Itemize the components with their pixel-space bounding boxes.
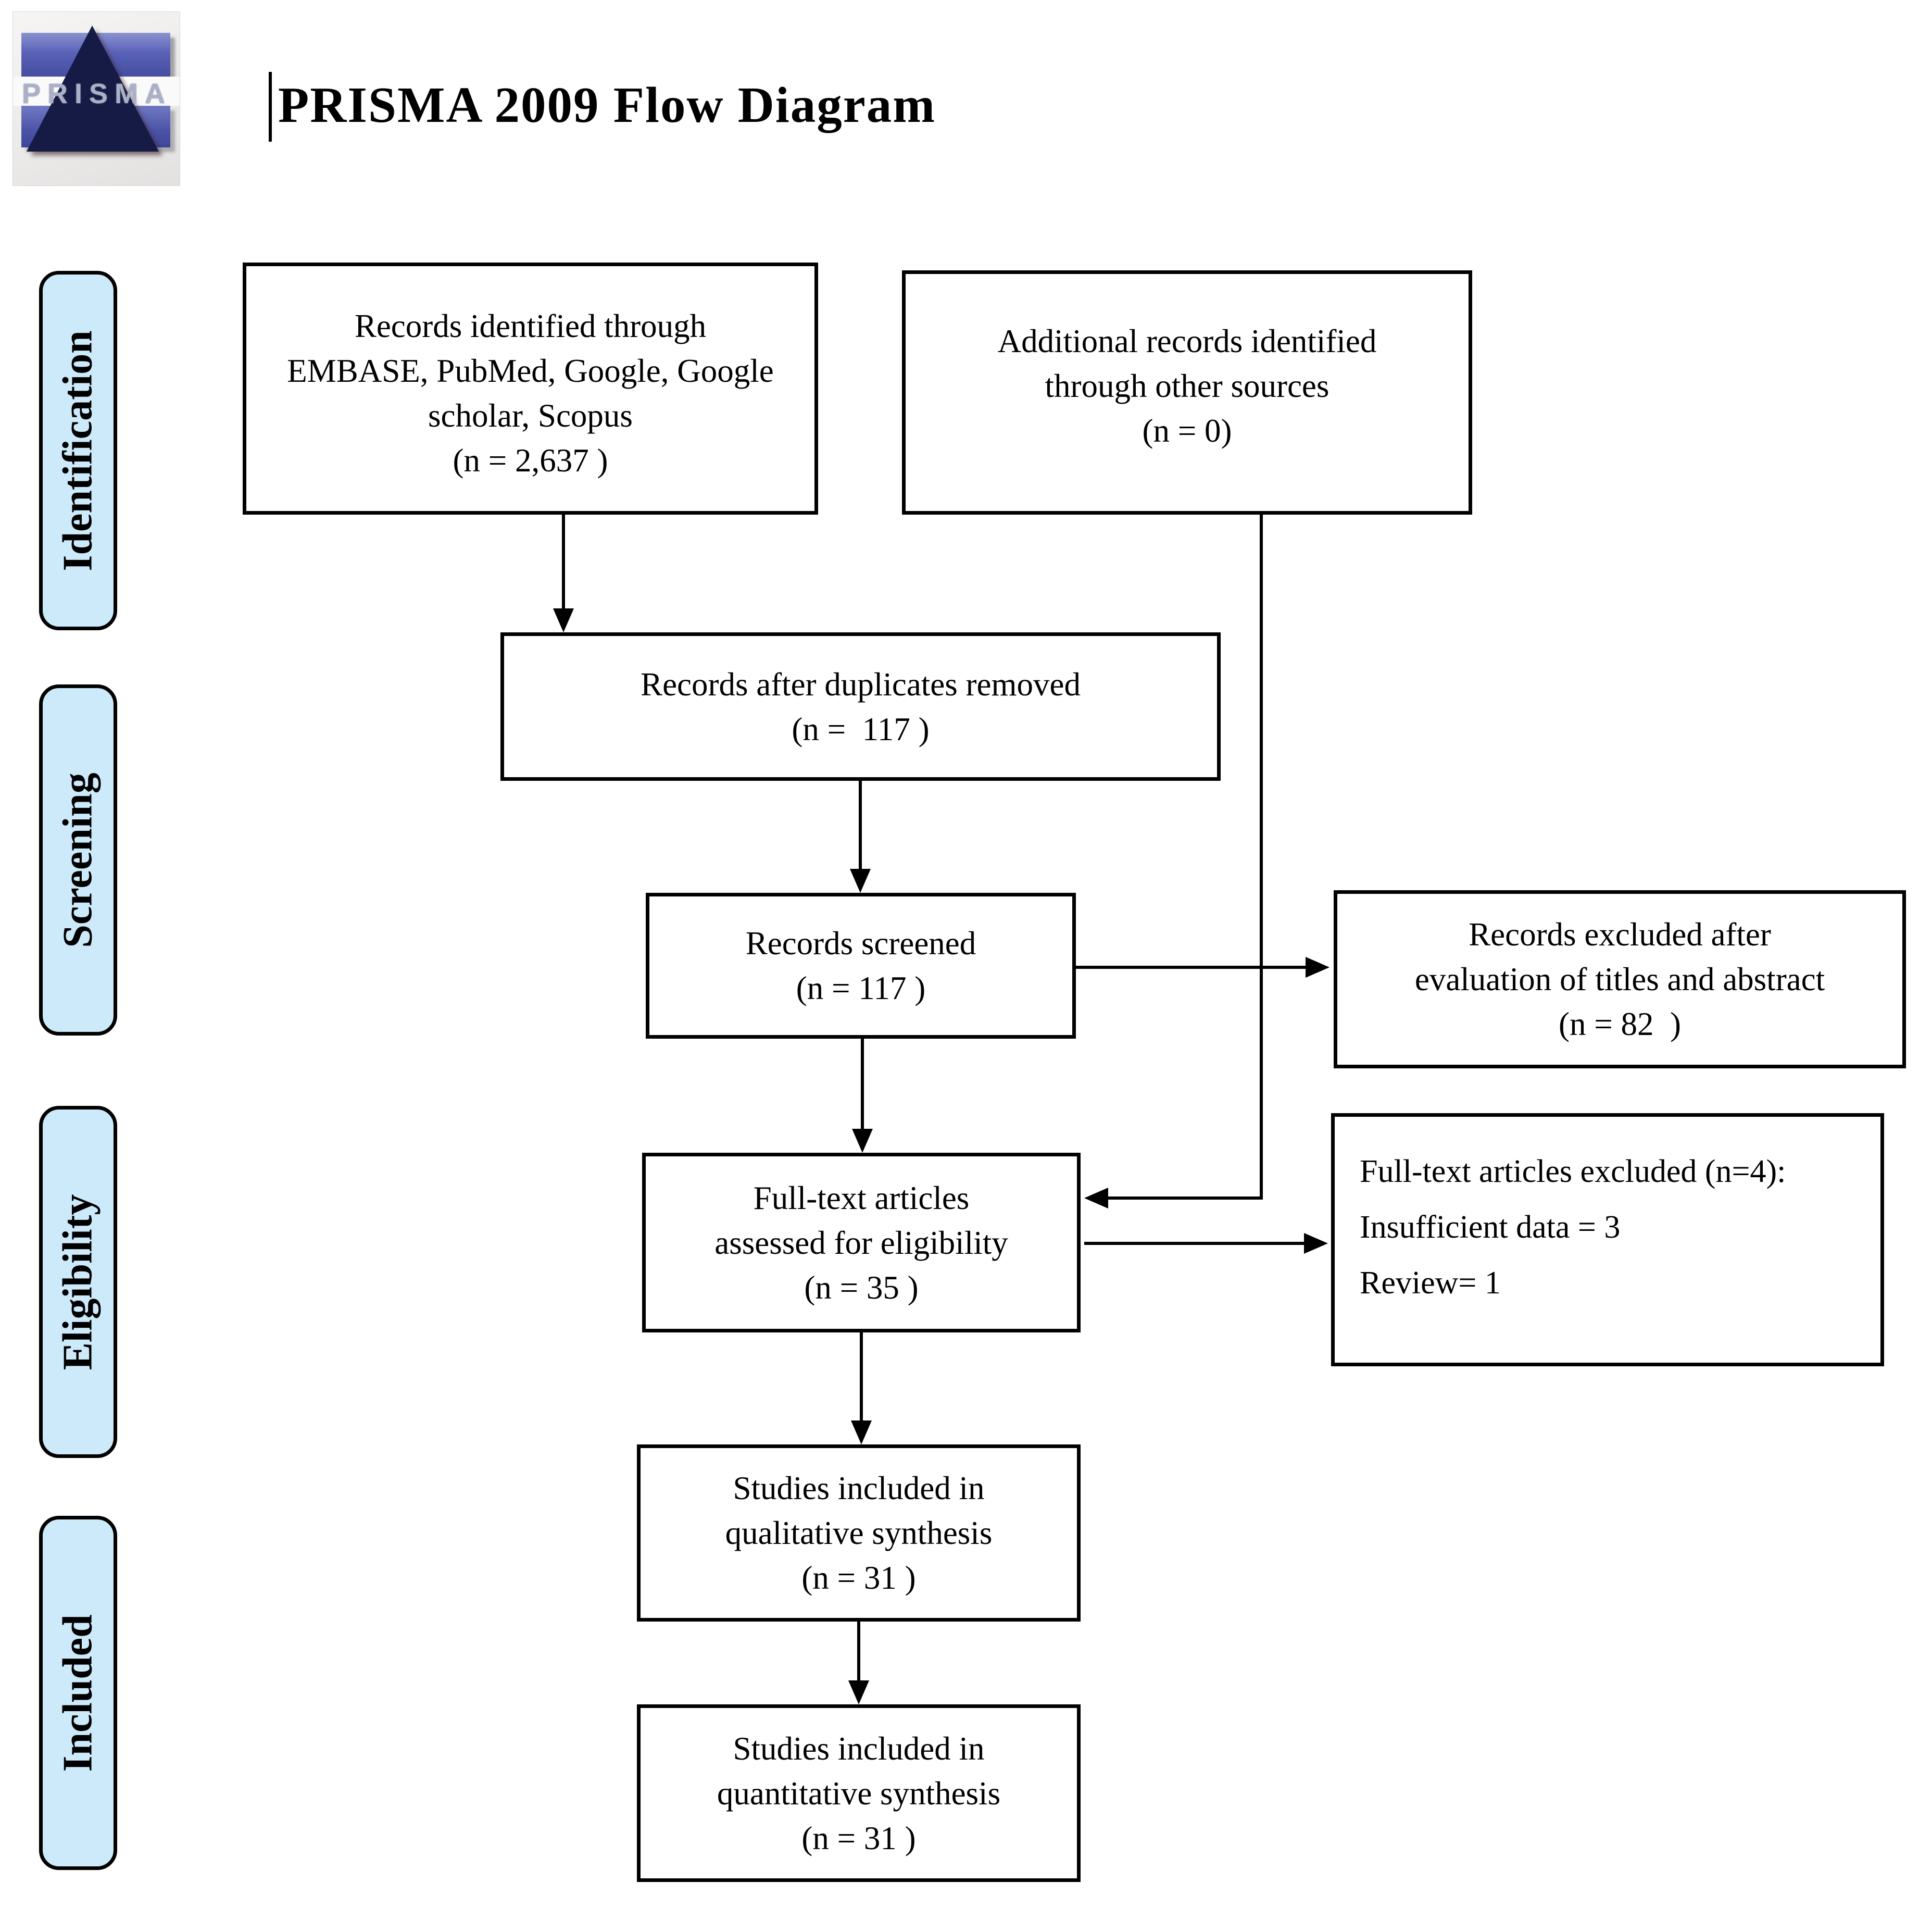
flow-box-text: Studies included in qualitative synthesi… (725, 1470, 993, 1596)
arrowhead-down-icon (848, 1680, 869, 1704)
flow-box-records-excluded: Records excluded after evaluation of tit… (1334, 890, 1906, 1068)
flow-box-fulltext-excluded: Full-text articles excluded (n=4): Insuf… (1331, 1113, 1884, 1366)
arrow-fulltext-to-excluded (1084, 1242, 1305, 1245)
flow-box-text: Full-text articles assessed for eligibil… (714, 1179, 1008, 1306)
connector-additional-records-vertical (1260, 515, 1263, 1200)
connector-additional-records-horizontal (1107, 1196, 1263, 1200)
arrow-qualitative-to-quantitative (857, 1622, 860, 1682)
logo-pyramid-icon (27, 26, 159, 152)
stage-label-included: Included (39, 1516, 117, 1870)
stage-label-text: Identification (55, 330, 101, 571)
arrow-identified-to-duplicates (562, 515, 565, 610)
stage-label-text: Eligibility (55, 1194, 101, 1370)
arrowhead-down-icon (850, 869, 871, 893)
flow-box-text: Full-text articles excluded (n=4): Insuf… (1360, 1154, 1786, 1301)
flow-box-records-identified: Records identified through EMBASE, PubMe… (243, 263, 818, 515)
flow-box-text: Studies included in quantitative synthes… (717, 1730, 1001, 1856)
flow-box-text: Records excluded after evaluation of tit… (1414, 916, 1825, 1042)
arrow-duplicates-to-screened (859, 781, 862, 870)
flow-box-text: Additional records identified through ot… (997, 323, 1377, 449)
page-title: PRISMA 2009 Flow Diagram (278, 77, 936, 133)
text-cursor (269, 72, 272, 142)
flow-box-duplicates-removed: Records after duplicates removed (n = 11… (500, 632, 1221, 781)
arrow-screened-to-excluded (1076, 966, 1306, 969)
arrowhead-down-icon (852, 1129, 873, 1153)
stage-label-text: Screening (55, 772, 101, 948)
flow-box-text: Records screened (n = 117 ) (745, 925, 976, 1006)
flow-box-text: Records after duplicates removed (n = 11… (641, 666, 1081, 747)
arrowhead-down-icon (553, 608, 574, 632)
stage-label-text: Included (55, 1614, 101, 1772)
flow-box-quantitative-synthesis: Studies included in quantitative synthes… (637, 1704, 1081, 1882)
flow-box-additional-records: Additional records identified through ot… (902, 270, 1472, 515)
logo-wordmark: PRISMA (21, 78, 172, 109)
arrowhead-left-icon (1084, 1188, 1108, 1208)
stage-label-eligibility: Eligibility (39, 1106, 117, 1458)
flow-box-text: Records identified through EMBASE, PubMe… (287, 308, 774, 479)
stage-label-screening: Screening (39, 684, 117, 1036)
prisma-logo: PRISMA (12, 11, 180, 186)
arrowhead-right-icon (1304, 1233, 1328, 1254)
arrowhead-down-icon (851, 1420, 872, 1444)
flow-box-records-screened: Records screened (n = 117 ) (646, 893, 1076, 1039)
arrow-fulltext-to-qualitative (860, 1332, 863, 1422)
arrow-screened-to-fulltext (861, 1039, 864, 1130)
arrowhead-right-icon (1306, 957, 1329, 978)
flow-box-fulltext-assessed: Full-text articles assessed for eligibil… (642, 1153, 1081, 1332)
flow-box-qualitative-synthesis: Studies included in qualitative synthesi… (637, 1444, 1081, 1622)
stage-label-identification: Identification (39, 271, 117, 630)
